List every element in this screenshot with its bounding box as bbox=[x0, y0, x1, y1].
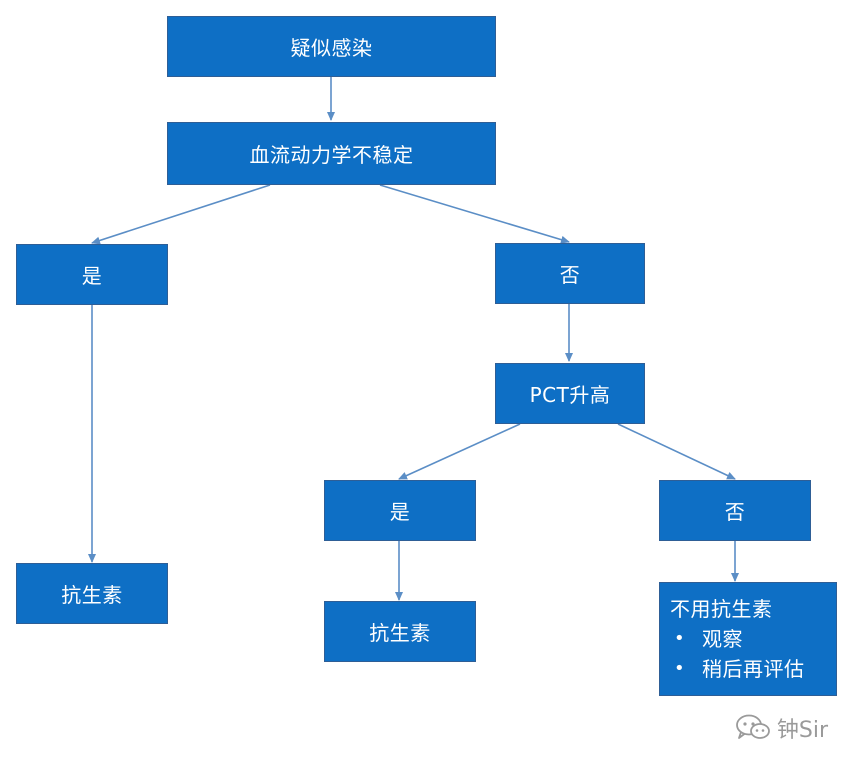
node-pct-elevated-label: PCT升高 bbox=[529, 383, 611, 407]
node-hemodynamic-unstable: 血流动力学不稳定 bbox=[167, 122, 496, 185]
node-no-antibiotics-title: 不用抗生素 bbox=[670, 597, 773, 621]
connector-hemodynamic-to-yes bbox=[91, 184, 271, 245]
bullet-icon: • bbox=[674, 628, 686, 649]
node-no-right: 否 bbox=[495, 243, 645, 304]
list-item-observe-label: 观察 bbox=[702, 627, 743, 651]
watermark-text: 钟Sir bbox=[776, 718, 828, 743]
node-no-pct-label: 否 bbox=[724, 500, 746, 524]
node-suspected-infection-label: 疑似感染 bbox=[290, 36, 373, 60]
node-no-right-label: 否 bbox=[559, 263, 581, 287]
connector-pct-to-no bbox=[617, 423, 736, 480]
list-item-observe: • 观察 bbox=[670, 624, 743, 654]
node-suspected-infection: 疑似感染 bbox=[167, 16, 496, 77]
node-antibiotics-pct: 抗生素 bbox=[324, 601, 476, 662]
node-yes-pct: 是 bbox=[324, 480, 476, 541]
node-no-antibiotics: 不用抗生素 • 观察 • 稍后再评估 bbox=[659, 582, 837, 696]
node-antibiotics-left-label: 抗生素 bbox=[61, 583, 123, 607]
node-no-pct: 否 bbox=[659, 480, 811, 541]
node-yes-left-label: 是 bbox=[81, 264, 103, 288]
wechat-icon bbox=[735, 714, 770, 739]
list-item-reassess-label: 稍后再评估 bbox=[702, 657, 805, 681]
bullet-icon: • bbox=[674, 658, 686, 679]
list-item-reassess: • 稍后再评估 bbox=[670, 654, 805, 684]
node-yes-pct-label: 是 bbox=[389, 500, 411, 524]
node-yes-left: 是 bbox=[16, 244, 168, 305]
node-antibiotics-pct-label: 抗生素 bbox=[369, 621, 431, 645]
connector-hemodynamic-to-no bbox=[379, 184, 570, 244]
node-antibiotics-left: 抗生素 bbox=[16, 563, 168, 624]
watermark: 钟Sir bbox=[735, 712, 828, 744]
connector-pct-to-yes bbox=[398, 423, 521, 480]
node-pct-elevated: PCT升高 bbox=[495, 363, 645, 424]
node-hemodynamic-unstable-label: 血流动力学不稳定 bbox=[249, 143, 414, 167]
